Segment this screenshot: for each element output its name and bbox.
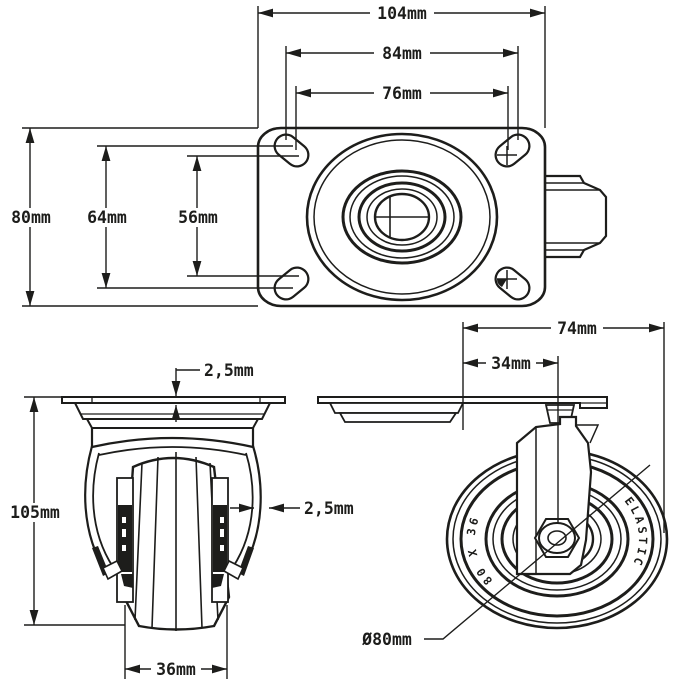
dim-hole-spacing-inner-label: 76mm [382,84,422,103]
dim-hole-spacing-outer-label: 84mm [382,44,422,63]
side-view-axle-nut [533,518,581,558]
front-view-dimensions: 2,5mm 105mm 2,5mm 36mm [5,361,354,679]
dim-overall-height-label: 105mm [10,503,60,522]
top-view-swivel-rings [305,132,499,302]
dim-plate-thickness-label: 2,5mm [204,361,254,380]
dim-overall-depth-label: 80mm [11,208,51,227]
top-view-bolt-slots [273,133,531,301]
dim-wheel-diameter-label: Ø80mm [361,630,412,649]
top-view-wheel [545,174,608,259]
dim-fork-thickness-label: 2,5mm [304,499,354,518]
wheel-sidewall-text: ELASTIC [622,494,650,570]
front-view [61,396,286,631]
side-view-dimensions: 74mm 34mm Ø80mm [361,319,665,649]
dim-overall-length-label: 74mm [557,319,597,338]
top-view-dimensions: 104mm 84mm 76mm 80mm 64mm 56mm [3,4,546,307]
wheel-marking-material: ELASTIC [622,494,647,570]
front-view-fork-crown [90,428,255,456]
front-view-fork-arms [84,445,262,581]
top-view [256,126,608,308]
side-view-swivel-race [328,402,576,424]
dim-wheel-width-label: 36mm [156,660,196,679]
front-view-swivel-cone [73,402,272,429]
dim-overall-width-label: 104mm [377,4,427,23]
dim-axle-offset-label: 34mm [491,354,531,373]
front-view-wheel [122,452,231,631]
wheel-sidewall-text-size: 80 X 36 [464,513,495,588]
dim-hole-spacing-inner-v-label: 56mm [178,208,218,227]
side-view: ELASTIC 80 X 36 [317,396,669,630]
wheel-marking-size: 80 X 36 [464,513,492,588]
dim-hole-spacing-outer-v-label: 64mm [87,208,127,227]
side-view-wheel: ELASTIC 80 X 36 [445,448,669,630]
